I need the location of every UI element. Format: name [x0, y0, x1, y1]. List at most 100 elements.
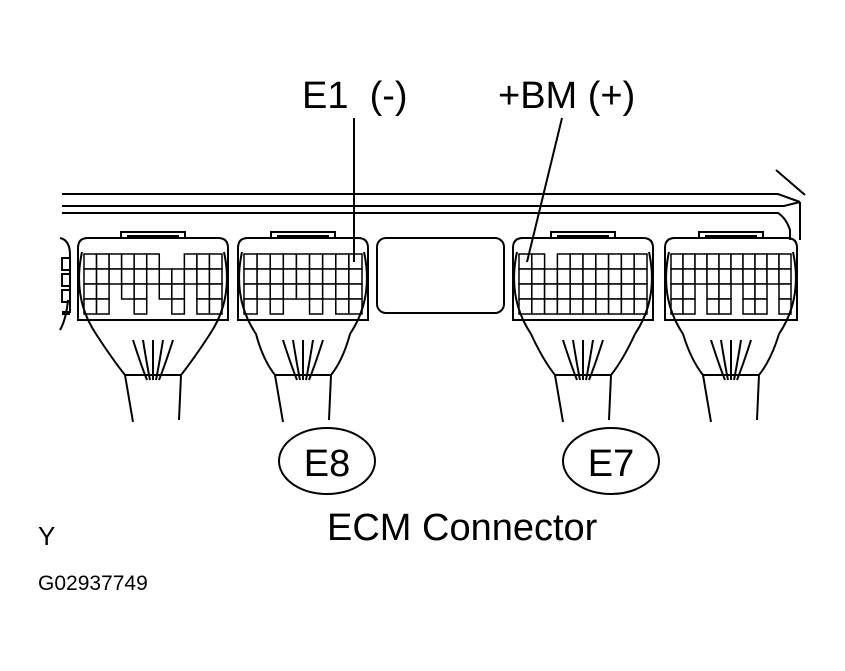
connector-pin — [595, 283, 610, 300]
connector-pin — [256, 253, 271, 270]
connector-pin — [706, 268, 720, 285]
connector-latch — [120, 231, 186, 238]
connector-pin — [183, 253, 198, 270]
connector-pin — [83, 268, 98, 285]
connector-pin — [582, 253, 597, 270]
badge-e8: E8 — [278, 427, 376, 495]
connector-pin — [145, 268, 161, 285]
connector-pin — [183, 268, 198, 285]
connector-pin — [607, 268, 623, 285]
connector-pin — [766, 253, 780, 270]
connector-pin — [718, 298, 732, 315]
corner-letter: Y — [38, 521, 55, 551]
connector-wire — [720, 339, 729, 381]
connector-pin — [95, 253, 110, 270]
connector-pin — [633, 283, 648, 300]
connector-pin — [158, 268, 173, 285]
connector-pin — [682, 268, 696, 285]
connector-pin — [145, 253, 161, 270]
connector-pin — [730, 253, 744, 270]
connector-pin — [120, 268, 135, 285]
connector-pin — [295, 283, 311, 300]
badge-e8-label: E8 — [304, 443, 350, 485]
connector-pin — [171, 283, 186, 300]
connector-wire — [132, 339, 148, 381]
connector-wire — [155, 339, 164, 381]
connector-pin — [543, 283, 559, 300]
connector-cable — [702, 374, 760, 423]
ecm-housing — [62, 169, 806, 315]
connector-pin — [208, 268, 223, 285]
connector-pin — [718, 268, 732, 285]
connector-pin — [335, 268, 350, 285]
connector-pin — [243, 253, 258, 270]
connector-pin — [620, 283, 635, 300]
connector-wire — [305, 339, 314, 381]
partial-connector-left — [59, 237, 71, 331]
connector-e8 — [237, 231, 369, 423]
connector-pin — [754, 283, 768, 300]
badge-e7-label: E7 — [588, 443, 634, 485]
connector-pin — [778, 253, 792, 270]
connector-pin — [620, 253, 635, 270]
connector-pin — [308, 283, 324, 300]
badge-e7: E7 — [562, 427, 660, 495]
connector-pin — [133, 253, 148, 270]
connector-pin — [243, 298, 258, 315]
caption: ECM Connector — [327, 507, 598, 549]
connector-pin — [620, 298, 635, 315]
connector-pin — [83, 283, 98, 300]
connector-pin — [196, 298, 211, 315]
connector-pin — [335, 253, 350, 270]
connector-pin — [556, 268, 571, 285]
connector-pin — [518, 298, 533, 315]
connector-pin — [335, 298, 350, 315]
connector-pin — [569, 253, 584, 270]
connector-wire — [562, 339, 578, 381]
connector-wire — [585, 339, 594, 381]
connector-latch — [270, 231, 336, 238]
connector-pin — [269, 268, 285, 285]
connector-pin — [282, 283, 298, 300]
connector-pin — [321, 253, 337, 270]
connector-pin — [95, 268, 110, 285]
connector-pin — [108, 268, 123, 285]
connector-pin — [670, 253, 684, 270]
connector-pin — [670, 283, 684, 300]
connector-e7 — [512, 231, 654, 423]
connector-pin — [607, 253, 623, 270]
connector-latch — [550, 231, 616, 238]
connector-pin — [556, 298, 571, 315]
connector-pin — [706, 283, 720, 300]
connector-pin — [120, 253, 135, 270]
connector-pin — [295, 253, 311, 270]
connector-wire — [308, 339, 324, 381]
connector-cable — [124, 374, 182, 423]
connector-pin — [595, 298, 610, 315]
connector-pin — [348, 268, 363, 285]
connector-pin — [269, 253, 285, 270]
connector-pin — [582, 283, 597, 300]
connector-pin — [543, 298, 559, 315]
connector-pin — [633, 298, 648, 315]
connector-pin — [569, 268, 584, 285]
connector-pin — [120, 283, 135, 300]
connector-pin — [718, 283, 732, 300]
connector-pin — [158, 283, 173, 300]
connector-pin — [133, 283, 148, 300]
connector-wire — [733, 339, 742, 381]
connector-wire — [142, 339, 151, 381]
connector-pin — [335, 283, 350, 300]
connector-pin — [595, 253, 610, 270]
connector-pin — [308, 253, 324, 270]
connector-pin — [754, 253, 768, 270]
connector-pin — [269, 298, 285, 315]
label-bm: +BM (+) — [498, 75, 635, 117]
leader-bm — [526, 117, 563, 263]
center-window — [376, 237, 505, 314]
connector-frame — [512, 237, 654, 321]
connector-wire — [158, 339, 174, 381]
connector-pin — [670, 268, 684, 285]
connector-pin — [633, 268, 648, 285]
